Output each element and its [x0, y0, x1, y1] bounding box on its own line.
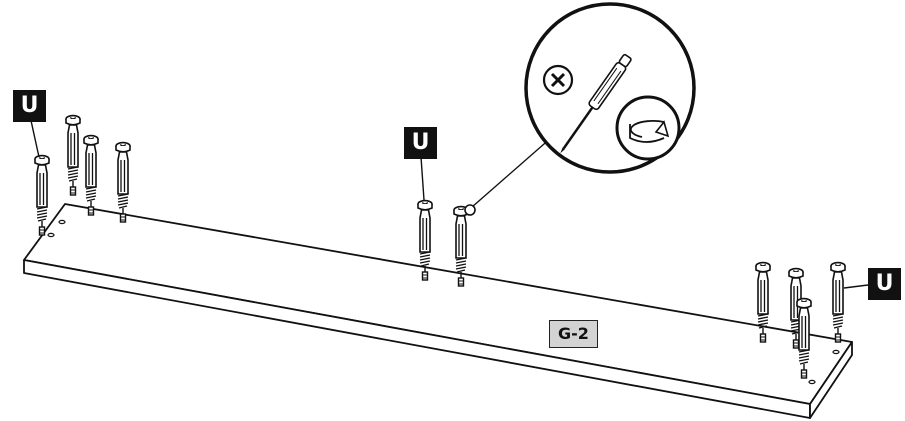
- clockwise-rotation-icon: [615, 95, 681, 161]
- screw: [83, 134, 99, 216]
- screw: [65, 114, 81, 196]
- screw-tag-right: U: [868, 268, 901, 300]
- panel-label: G-2: [549, 320, 598, 348]
- tool-callout: [464, 2, 696, 216]
- phillips-screwdriver-icon: [560, 53, 632, 154]
- screw: [830, 261, 846, 343]
- screw-tag-middle: U: [404, 127, 437, 159]
- screw-tag-left: U: [13, 90, 46, 122]
- panel-board: [23, 203, 853, 419]
- screw: [115, 141, 131, 223]
- panel-holes: [47, 219, 840, 385]
- screw: [34, 154, 50, 236]
- phillips-head-icon: [542, 64, 574, 96]
